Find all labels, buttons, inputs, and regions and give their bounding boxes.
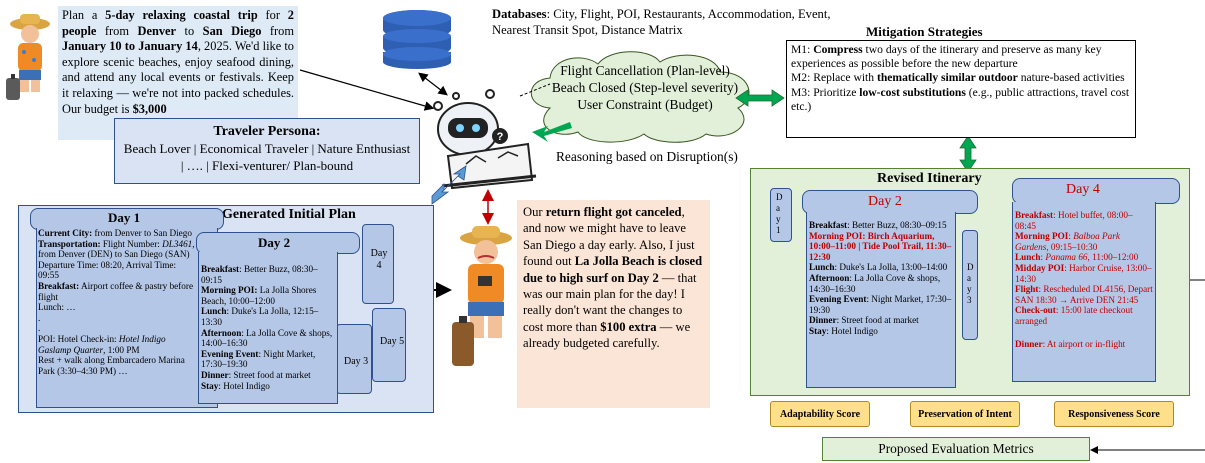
revised-day1-scroll (770, 188, 792, 242)
day1-scroll (36, 228, 218, 408)
revised-day4-checkout: Check-out: 15:00 late checkout arranged (1015, 305, 1133, 326)
day2-stay: Stay: Hotel Indigo (201, 380, 270, 391)
revised-day4-midday: Midday POI: Harbor Cruise, 13:00–14:30 (1015, 262, 1152, 284)
mitigation-strategies: M1: Compress two days of the itinerary a… (786, 40, 1136, 138)
day3-small-label: Day 3 (344, 356, 369, 367)
day1-title: Day 1 (108, 210, 141, 225)
database-icon (383, 10, 451, 69)
revised-day2-scroll (806, 212, 956, 388)
day4-small-label: Day 4 (370, 248, 388, 271)
day2-title: Day 2 (258, 235, 291, 250)
revised-day4-breakfast: Breakfast: Hotel buffet, 08:00–08:45 (1015, 210, 1133, 231)
initial-plan-title: Generated Initial Plan (222, 207, 356, 222)
disruption-budget: User Constraint (Budget) (577, 97, 713, 112)
svg-text:?: ? (497, 131, 504, 143)
mitigation-m1: M1: Compress two days of the itinerary a… (791, 43, 1102, 71)
day4-small-scroll (362, 224, 394, 304)
day1-details: Current City: from Denver to San Diego T… (38, 228, 198, 376)
mitigation-title: Mitigation Strategies (866, 24, 983, 39)
reasoning-label: Reasoning based on Disruption(s) (556, 149, 738, 164)
metric-preservation: Preservation of Intent (910, 401, 1020, 427)
revised-day4-scroll (1012, 202, 1156, 382)
revised-day2-dinner: Dinner: Street food at market (809, 315, 919, 326)
databases-list: Databases: City, Flight, POI, Restaurant… (492, 7, 831, 37)
trip-request: Plan a 5-day relaxing coastal trip for 2… (58, 6, 298, 140)
day1-breakfast: Breakfast: Airport coffee & pastry befor… (38, 280, 194, 302)
revised-day2-lunch: Lunch: Duke's La Jolla, 13:00–14:00 (809, 262, 948, 273)
day2-lunch: Lunch: Duke's La Jolla, 12:15–13:30 (201, 306, 319, 327)
confused-traveler-illustration (452, 226, 512, 366)
day2-dinner: Dinner: Street food at market (201, 369, 311, 380)
revised-day4-lunch: Lunch: Panama 66, 11:00–12:00 (1015, 252, 1139, 263)
disruption-cloud (530, 51, 750, 143)
disruption-list: Flight Cancellation (Plan-level) Beach C… (540, 62, 750, 113)
evaluation-metrics-label: Proposed Evaluation Metrics (822, 437, 1090, 461)
persona-title: Traveler Persona: (213, 124, 321, 139)
revised-day1-label: D a y 1 (776, 192, 783, 235)
revised-day2-evening: Evening Event: Night Market, 17:30–19:30 (809, 294, 952, 315)
metric-responsiveness: Responsiveness Score (1054, 401, 1174, 427)
day1-dot: . (38, 323, 41, 334)
mitigation-m3: M3: Prioritize low-cost substitutions (e… (791, 85, 1130, 113)
day2-breakfast: Breakfast: Better Buzz, 08:30–09:15 (201, 264, 318, 285)
revised-day2-title: Day 2 (868, 194, 902, 209)
day1-dot: . (38, 312, 41, 323)
revised-day2-breakfast: Breakfast: Better Buzz, 08:30–09:15 (809, 220, 947, 230)
day1-transport: Transportation: Flight Number: DL3461, f… (38, 238, 195, 260)
revised-day2-morning: Morning POI: Birch Aquarium, 10:00–11:00… (809, 230, 952, 262)
revised-day2-details: Breakfast: Better Buzz, 08:30–09:15 Morn… (809, 220, 953, 337)
disruption-beach-closed: Beach Closed (Step-level severity) (551, 80, 739, 95)
day5-small-scroll (372, 308, 406, 382)
ai-agent-robot-icon: ? (433, 89, 537, 190)
revised-day4-flight: Flight: Rescheduled DL4156, Depart SAN 1… (1015, 284, 1153, 305)
revised-day3-label: D a y 3 (967, 262, 974, 305)
traveler-illustration (6, 14, 50, 100)
revised-day3-scroll (962, 230, 978, 340)
day1-current-city: Current City: from Denver to San Diego (38, 228, 192, 238)
day1-rest: Rest + walk along Embarcadero Marina Par… (38, 355, 185, 376)
revised-day4-morning: Morning POI: Balboa Park Gardens, 09:15–… (1015, 231, 1120, 252)
revised-day4-details: Breakfast: Hotel buffet, 08:00–08:45 Mor… (1015, 210, 1153, 349)
day2-details: Breakfast: Better Buzz, 08:30–09:15 Morn… (201, 264, 333, 391)
traveler-persona: Traveler Persona: Beach Lover | Economic… (114, 118, 420, 184)
persona-text: Beach Lover | Economical Traveler | Natu… (123, 141, 411, 173)
day1-lunch: Lunch: … (38, 302, 76, 313)
day2-scroll (198, 252, 338, 404)
revised-day2-stay: Stay: Hotel Indigo (809, 325, 878, 336)
mitigation-m2: M2: Replace with thematically similar ou… (791, 71, 1125, 85)
day2-evening: Evening Event: Night Market, 17:30–19:30 (201, 348, 316, 370)
revised-day4-dinner: Dinner: At airport or in-flight (1015, 338, 1126, 349)
user-disruption-message: Our return flight got canceled, and now … (517, 200, 710, 408)
day1-times: Departure Time: 08:20, Arrival Time: 09:… (38, 259, 177, 281)
metric-adaptability: Adaptability Score (770, 401, 870, 427)
day2-afternoon: Afternoon: La Jolla Cove & shops, 14:00–… (201, 327, 333, 349)
revised-day4-title: Day 4 (1066, 182, 1100, 197)
revised-day2-afternoon: Afternoon: La Jolla Cove & shops, 14:30–… (809, 272, 941, 294)
revised-itinerary-title: Revised Itinerary (877, 171, 982, 186)
day1-poi: POI: Hotel Check-in: Hotel Indigo Gaslam… (38, 333, 166, 355)
disruption-flight-cancel: Flight Cancellation (Plan-level) (560, 63, 730, 78)
day5-small-label: Day 5 (380, 336, 405, 347)
day2-morning: Morning POI: La Jolla Shores Beach, 10:0… (201, 285, 317, 306)
